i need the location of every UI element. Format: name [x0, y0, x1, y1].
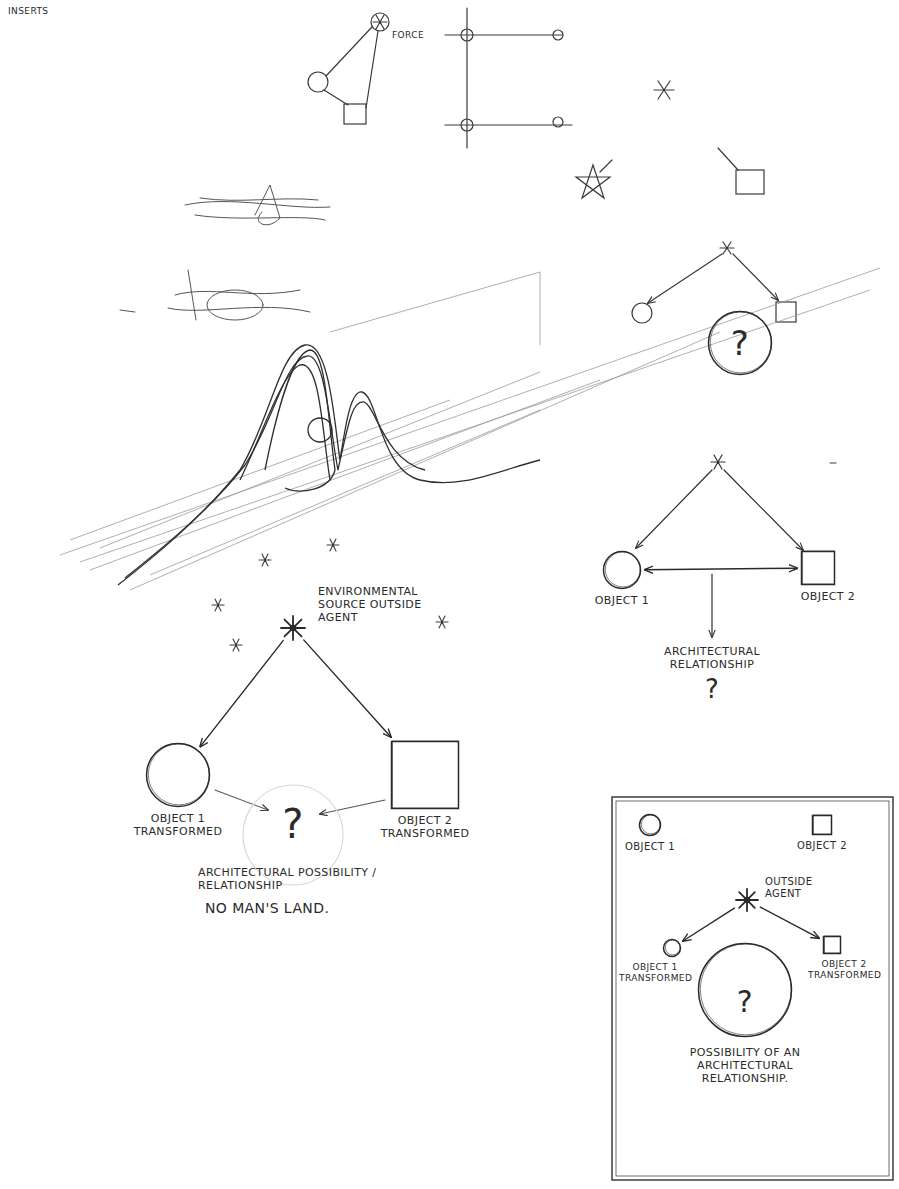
agent-star: ENVIRONMENTALSOURCE OUTSIDE AGENT — [280, 615, 306, 641]
text-block: OBJECT 2 TRANSFORMED — [808, 959, 880, 981]
wave-form — [118, 345, 540, 585]
object-circle: OBJECT 1 — [638, 813, 662, 837]
scattered-stars — [212, 463, 836, 651]
text-block: ENVIRONMENTALSOURCE OUTSIDE AGENT — [318, 585, 426, 625]
arrow-connector — [760, 907, 819, 938]
arrow-connector — [645, 568, 797, 570]
square-outline — [800, 550, 836, 586]
text-block: OBJECT 1 TRANSFORMED — [126, 812, 230, 838]
top-sketches — [308, 8, 796, 323]
question-mark: ? — [273, 804, 313, 844]
node-label: SOURCE OUTSIDE AGENT — [318, 598, 426, 624]
text-block: ? — [697, 942, 793, 1038]
question-mark: ? — [731, 326, 749, 360]
possibility-label: POSSIBILITY OF AN ARCHITECTURAL RELATION… — [680, 1046, 810, 1086]
circle-outline — [145, 742, 211, 808]
node-label: OUTSIDE AGENT — [765, 876, 837, 900]
object-circle: OBJECT 1 TRANSFORMED — [145, 742, 211, 808]
arrow-connector — [304, 640, 391, 737]
square-outline — [390, 740, 460, 810]
star-outline — [735, 888, 759, 912]
note-label: NO MAN'S LAND. — [205, 900, 375, 917]
text-block: ? — [707, 310, 773, 376]
node-label: OBJECT 1 TRANSFORMED — [619, 962, 691, 984]
text-block: OBJECT 1 TRANSFORMED — [619, 962, 691, 984]
possibility-circle: ? — [697, 942, 793, 1038]
text-block: OBJECT 2 — [788, 590, 868, 603]
node-label: OBJECT 2 — [787, 840, 857, 852]
square-outline — [811, 814, 833, 836]
node-label: OBJECT 2 TRANSFORMED — [808, 959, 880, 981]
node-label: ENVIRONMENTAL — [318, 585, 426, 598]
object-circle: OBJECT 1 TRANSFORMED — [662, 938, 682, 958]
object-square: OBJECT 2 TRANSFORMED — [390, 740, 460, 810]
circle-outline — [662, 938, 682, 958]
node-label: OBJECT 2 TRANSFORMED — [369, 814, 481, 840]
relationship-label: ARCHITECTURAL RELATIONSHIP — [647, 645, 777, 671]
object-square: OBJECT 2 — [800, 550, 836, 586]
text-block: OBJECT 2 — [787, 840, 857, 852]
frame-border — [612, 797, 893, 1180]
scribbles — [120, 185, 330, 320]
sheet-note: INSERTS — [8, 6, 78, 17]
possibility-label: ARCHITECTURAL POSSIBILITY / RELATIONSHIP — [198, 866, 398, 892]
text-block: OUTSIDE AGENT — [765, 876, 837, 900]
object-circle: OBJECT 1 — [602, 550, 642, 590]
text-block: OBJECT 2 TRANSFORMED — [369, 814, 481, 840]
mid-right-sketch — [636, 455, 803, 637]
object-square: OBJECT 2 — [811, 814, 833, 836]
text-block: OBJECT 1 — [615, 841, 685, 853]
star-outline — [280, 615, 306, 641]
question-circle: ? — [707, 310, 773, 376]
arrow-connector — [683, 908, 734, 941]
question-mark: ? — [697, 676, 727, 702]
node-label: OBJECT 1 — [615, 841, 685, 853]
question-mark: ? — [737, 987, 753, 1017]
node-label: OBJECT 1 — [582, 594, 662, 607]
text-block: OBJECT 1 — [582, 594, 662, 607]
circle-outline — [602, 550, 642, 590]
arrow-connector — [200, 641, 283, 747]
circle-outline — [638, 813, 662, 837]
node-label: OBJECT 1 TRANSFORMED — [126, 812, 230, 838]
agent-star: OUTSIDE AGENT — [735, 888, 759, 912]
object-square: OBJECT 2 TRANSFORMED — [822, 935, 842, 955]
node-label: OBJECT 2 — [788, 590, 868, 603]
force-label: FORCE — [392, 30, 442, 41]
diagonal-streaks — [60, 268, 880, 590]
square-outline — [822, 935, 842, 955]
